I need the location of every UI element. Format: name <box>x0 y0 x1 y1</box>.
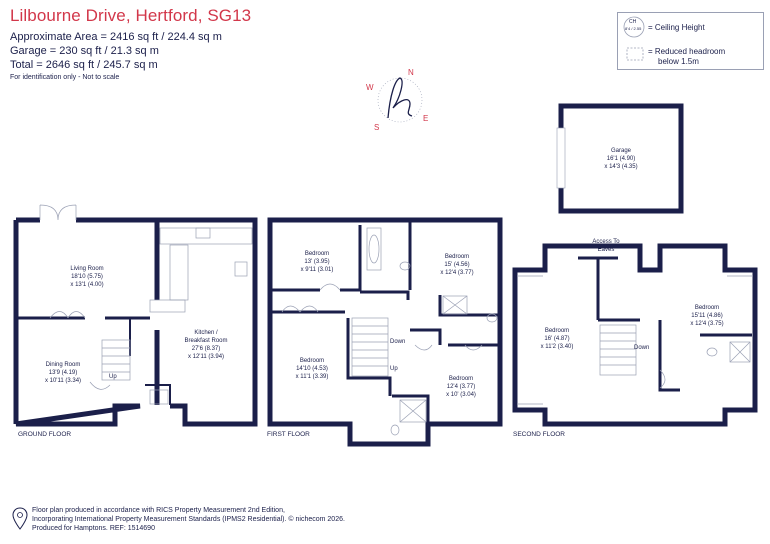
second-floor-plan <box>512 243 758 427</box>
logo-icon <box>387 77 413 119</box>
compass: N E S W <box>366 68 428 132</box>
second-bedroom-1-dims-1: 16' (4.87) <box>544 336 569 342</box>
garage-dims-1: 16'1 (4.90) <box>607 156 636 162</box>
second-floor-details <box>517 275 753 405</box>
kitchen-dims-1: 27'6 (8.37) <box>192 346 221 352</box>
second-bedroom-1-name: Bedroom <box>545 328 569 334</box>
location-pin-icon <box>12 507 28 530</box>
second-bedroom-2-dims-2: x 12'4 (3.75) <box>690 321 723 327</box>
first-bedroom-2-name: Bedroom <box>445 254 469 260</box>
footer-line-3: Produced for Hamptons. REF: 1514690 <box>32 525 155 532</box>
first-bedroom-3-dims-1: 14'10 (4.53) <box>296 366 328 372</box>
ground-floor-plan <box>13 217 258 427</box>
footer-text: Floor plan produced in accordance with R… <box>32 506 345 533</box>
living-room-dims-1: 18'10 (5.75) <box>71 274 103 280</box>
reduced-headroom-label: = Reduced headroom <box>648 47 726 56</box>
garage-name: Garage <box>611 148 632 154</box>
first-floor-details <box>281 227 498 436</box>
second-bedroom-2-dims-1: 15'11 (4.86) <box>691 313 722 319</box>
identification-note: For identification only - Not to scale <box>10 74 120 81</box>
living-room-name: Living Room <box>70 266 103 272</box>
kitchen-name-2: Breakfast Room <box>184 338 227 344</box>
first-bedroom-3-name: Bedroom <box>300 358 324 364</box>
ceiling-symbol-top: CH <box>629 19 637 25</box>
total-area: Total = 2646 sq ft / 245.7 sq m <box>10 59 158 71</box>
garage-plan: Garage 16'1 (4.90) x 14'3 (4.35) <box>556 103 684 214</box>
first-bedroom-1-dims-1: 13' (3.95) <box>304 259 329 265</box>
reduced-headroom-icon <box>626 47 644 61</box>
ceiling-height-icon <box>623 16 645 38</box>
dining-room-name: Dining Room <box>46 362 81 368</box>
ground-stairs-up: Up <box>109 374 117 380</box>
compass-e: E <box>423 114 428 123</box>
compass-s: S <box>374 123 379 132</box>
first-floor-plan <box>267 217 503 447</box>
first-stairs-up: Up <box>390 366 398 372</box>
garage-area: Garage = 230 sq ft / 21.3 sq m <box>10 45 159 57</box>
first-bedroom-4-dims-1: 12'4 (3.77) <box>447 384 476 390</box>
garage-dims-2: x 14'3 (4.35) <box>604 164 637 170</box>
ceiling-symbol-bottom: 8'4 / 2.55 <box>625 26 642 31</box>
first-bedroom-4-name: Bedroom <box>449 376 473 382</box>
ground-floor-label: GROUND FLOOR <box>18 431 71 438</box>
legend-symbols <box>623 16 645 61</box>
property-title: Lilbourne Drive, Hertford, SG13 <box>10 6 252 25</box>
second-stairs-down: Down <box>634 345 649 351</box>
reduced-headroom-label-2: below 1.5m <box>658 57 699 66</box>
dining-room-dims-2: x 10'11 (3.34) <box>45 378 81 384</box>
dining-room-dims-1: 13'9 (4.19) <box>49 370 78 376</box>
legend-box: CH 8'4 / 2.55 = Ceiling Height = Reduced… <box>617 12 764 70</box>
first-bedroom-2-dims-1: 15' (4.56) <box>444 262 469 268</box>
compass-w: W <box>366 83 374 92</box>
eaves-label-1: Access To <box>592 239 620 245</box>
second-bedroom-2-name: Bedroom <box>695 305 719 311</box>
kitchen-dims-2: x 12'11 (3.94) <box>188 354 224 360</box>
footer-line-2: Incorporating International Property Mea… <box>32 516 345 523</box>
approx-area: Approximate Area = 2416 sq ft / 224.4 sq… <box>10 31 222 43</box>
first-floor-label: FIRST FLOOR <box>267 431 310 438</box>
ceiling-height-label: = Ceiling Height <box>648 23 705 32</box>
first-stairs-down: Down <box>390 339 405 345</box>
first-bedroom-4-dims-2: x 10' (3.04) <box>446 392 476 398</box>
compass-n: N <box>408 68 414 77</box>
second-floor-label: SECOND FLOOR <box>513 431 565 438</box>
kitchen-name: Kitchen / <box>194 330 218 336</box>
ground-floor-details <box>39 204 253 405</box>
first-bedroom-3-dims-2: x 11'1 (3.39) <box>296 374 329 380</box>
second-bedroom-1-dims-2: x 11'2 (3.40) <box>541 344 574 350</box>
first-bedroom-2-dims-2: x 12'4 (3.77) <box>440 270 473 276</box>
footer-line-1: Floor plan produced in accordance with R… <box>32 507 285 514</box>
living-room-dims-2: x 13'1 (4.00) <box>70 282 103 288</box>
first-bedroom-1-name: Bedroom <box>305 251 329 257</box>
first-bedroom-1-dims-2: x 9'11 (3.01) <box>301 267 334 273</box>
eaves-label-2: Eaves <box>598 247 615 253</box>
